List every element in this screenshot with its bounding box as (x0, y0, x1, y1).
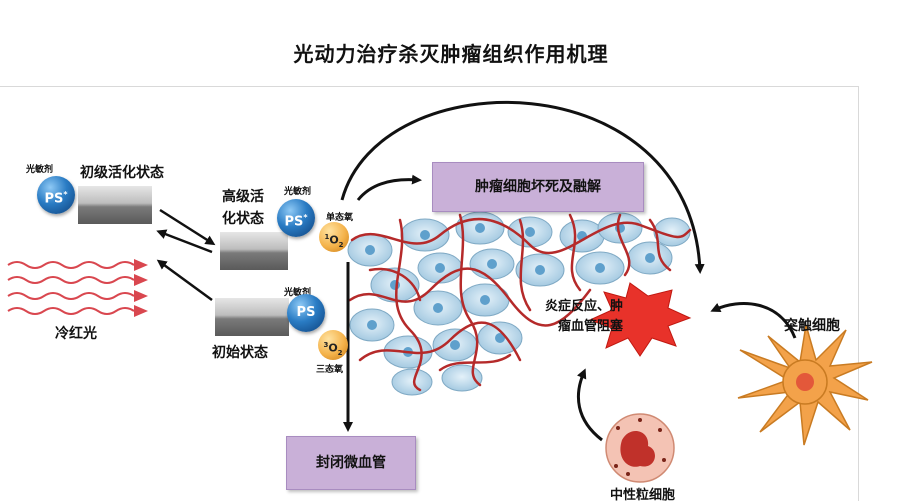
primary-state-bar (78, 186, 152, 224)
neutrophil-cell (605, 413, 675, 483)
high-activated-label-2: 化状态 (222, 211, 264, 227)
initial-state-bar (215, 298, 289, 336)
photosensitizer-label-2: 光敏剂 (284, 187, 312, 197)
triplet-oxygen-label: 三态氧 (316, 365, 344, 375)
arrow-to-high-state (159, 208, 216, 246)
light-wave-arrowheads (134, 259, 148, 317)
tumor-necrosis-box: 肿瘤细胞坏死及融解 (432, 162, 644, 212)
tumor-cell-nuclei (365, 223, 655, 357)
photosensitizer-ground: PS (287, 294, 325, 332)
high-state-bar (220, 232, 288, 270)
triplet-oxygen: 3O2 (318, 330, 348, 360)
cold-red-light-waves (7, 261, 135, 315)
closed-microvessels-box: 封闭微血管 (286, 436, 416, 490)
cold-red-light-label: 冷红光 (55, 326, 97, 342)
primary-activated-label: 初级活化状态 (80, 165, 164, 181)
arrow-from-neutrophil (577, 368, 603, 442)
diagram-title: 光动力治疗杀灭肿瘤组织作用机理 (293, 42, 609, 66)
photosensitizer-excited-primary: PS* (37, 176, 75, 214)
inflammation-burst (588, 282, 692, 357)
arrow-to-tumor-necrosis (356, 174, 422, 201)
arrow-to-inflammation (340, 101, 705, 274)
singlet-oxygen: 1O2 (319, 222, 349, 252)
arrow-to-primary-state (156, 229, 213, 254)
photosensitizer-label-3: 光敏剂 (284, 288, 312, 298)
photosensitizer-label-1: 光敏剂 (26, 165, 54, 175)
tumor-blood-vessels (348, 213, 692, 392)
initial-state-label: 初始状态 (212, 345, 268, 361)
dendritic-cell-label: 突触细胞 (784, 318, 840, 334)
high-activated-label-1: 高级活 (222, 189, 264, 205)
tumor-cells (347, 211, 691, 396)
arrow-decay-to-initial (156, 259, 213, 302)
photosensitizer-excited-high: PS* (277, 199, 315, 237)
neutrophil-label: 中性粒细胞 (610, 488, 676, 503)
dendritic-cell-nucleus (796, 373, 814, 391)
singlet-oxygen-label: 单态氧 (326, 213, 354, 223)
arrow-from-dendritic-cell (710, 302, 797, 339)
inflammation-label-1: 炎症反应、肿 (545, 299, 624, 314)
inflammation-label-2: 瘤血管阻塞 (558, 319, 624, 334)
